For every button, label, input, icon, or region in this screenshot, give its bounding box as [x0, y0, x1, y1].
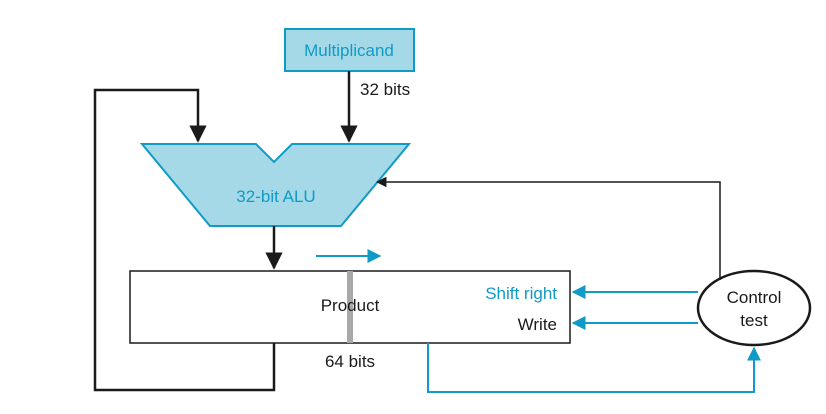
write-label: Write [518, 315, 557, 334]
multiplicand-bus-width-label: 32 bits [360, 80, 410, 99]
control-to-alu-wire [375, 176, 721, 280]
alu-block [139, 143, 412, 227]
product-feedback-wire [93, 88, 276, 392]
product-label: Product [321, 296, 380, 315]
multiplicand-register [284, 28, 415, 72]
control-label-line1: Control [727, 288, 782, 307]
product-width-label: 64 bits [325, 352, 375, 371]
control-test-block [696, 269, 812, 347]
product-to-control-wire [427, 343, 761, 393]
shift-right-label: Shift right [485, 284, 557, 303]
multiplicand-label: Multiplicand [304, 41, 394, 60]
product-divider [347, 271, 353, 343]
control-label-line2: test [740, 311, 768, 330]
alu-label: 32-bit ALU [236, 187, 315, 206]
